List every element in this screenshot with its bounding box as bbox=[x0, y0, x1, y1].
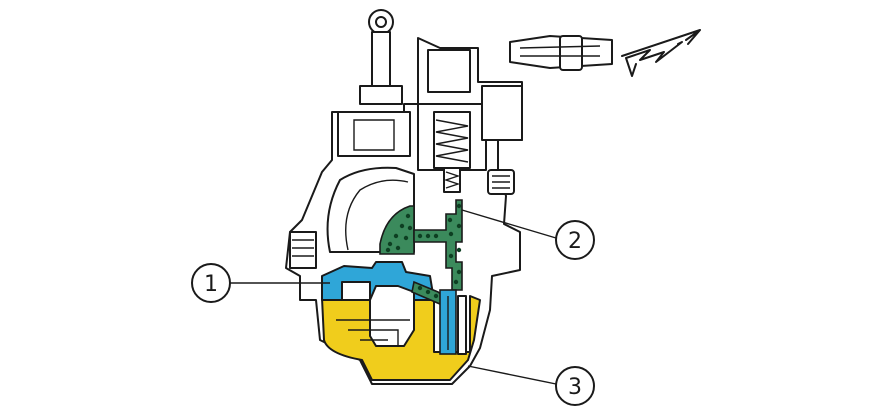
leader-lines bbox=[230, 209, 557, 385]
emulsion-bubble bbox=[407, 225, 413, 231]
emulsion-bubble bbox=[399, 223, 405, 229]
leader-line-3 bbox=[467, 365, 557, 385]
emulsion-bubble bbox=[433, 293, 439, 299]
emulsion-bubble bbox=[387, 241, 393, 247]
emulsion-bubble bbox=[448, 253, 454, 259]
electric-signal-arrow-icon bbox=[621, 29, 701, 77]
idle-screw bbox=[289, 231, 317, 269]
fuel-float-bowl bbox=[321, 295, 481, 381]
emulsion-bubble bbox=[448, 231, 454, 237]
solenoid-valve bbox=[417, 49, 523, 195]
callout-2: 2 bbox=[555, 220, 595, 260]
emulsion-channel bbox=[379, 199, 463, 305]
emulsion-bubble bbox=[453, 279, 459, 285]
emulsion-bubble bbox=[425, 289, 431, 295]
emulsion-bubble bbox=[417, 285, 423, 291]
emulsion-bubble bbox=[393, 233, 399, 239]
emulsion-bubble bbox=[456, 247, 462, 253]
emulsion-bubble bbox=[447, 217, 453, 223]
callout-3-label: 3 bbox=[568, 375, 582, 400]
callout-3: 3 bbox=[555, 366, 595, 406]
emulsion-bubble bbox=[433, 233, 439, 239]
emulsion-bubble bbox=[405, 213, 411, 219]
emulsion-bubble bbox=[385, 247, 391, 253]
callout-2-circle bbox=[555, 220, 595, 260]
callout-3-circle bbox=[555, 366, 595, 406]
emulsion-bubble bbox=[456, 269, 462, 275]
emulsion-bubble bbox=[425, 233, 431, 239]
emulsion-bubble bbox=[403, 235, 409, 241]
emulsion-bubble bbox=[395, 245, 401, 251]
emulsion-bubble bbox=[456, 203, 462, 209]
emulsion-bubble bbox=[417, 233, 423, 239]
main-jet-tube bbox=[439, 289, 467, 355]
emulsion-bubble bbox=[456, 223, 462, 229]
callout-1: 1 bbox=[191, 263, 231, 303]
callout-1-circle bbox=[191, 263, 231, 303]
choke-lever bbox=[359, 9, 403, 105]
callout-1-label: 1 bbox=[204, 272, 218, 297]
callout-2-label: 2 bbox=[568, 229, 582, 254]
leader-line-2 bbox=[461, 209, 557, 239]
solenoid-connector bbox=[509, 35, 613, 71]
